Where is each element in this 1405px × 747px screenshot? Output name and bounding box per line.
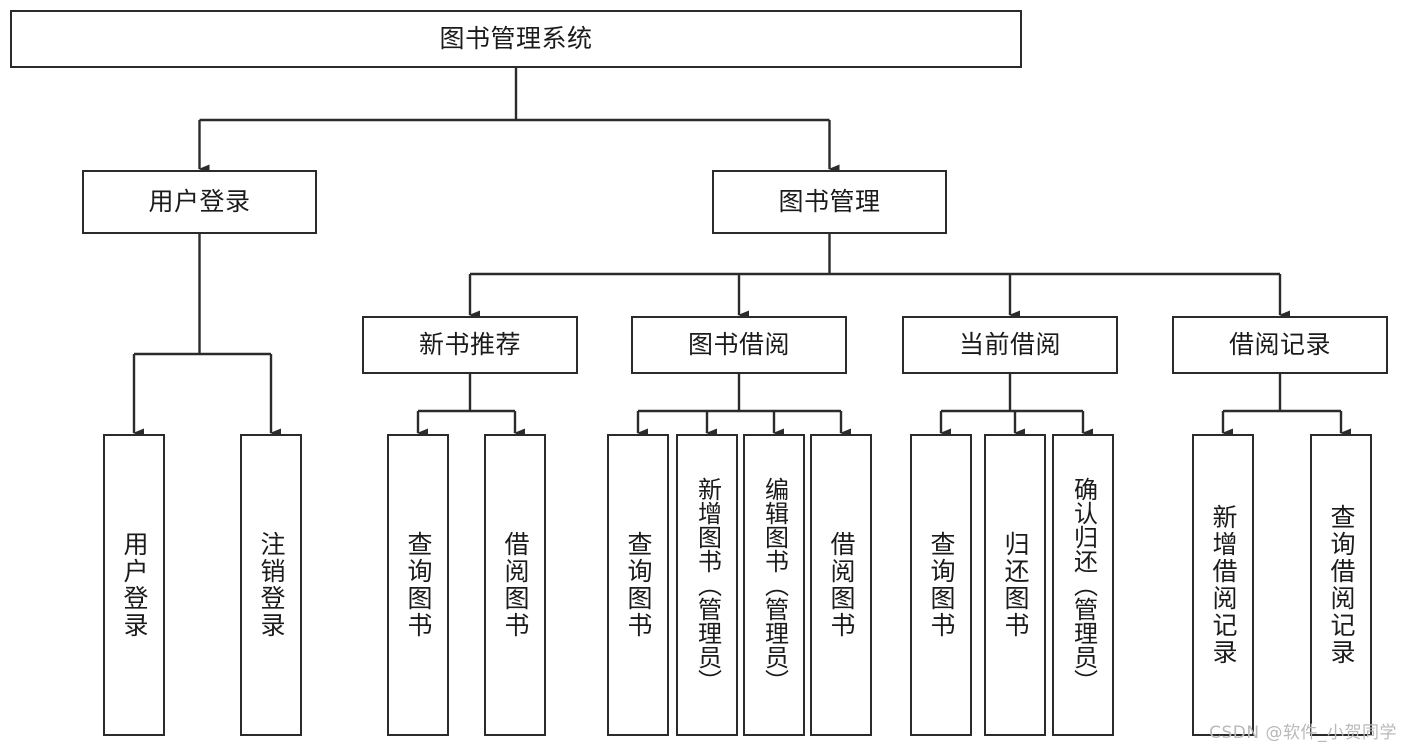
node-leaf-rec-query[interactable]: 查询图书	[387, 434, 449, 736]
node-leaf-borrow-do[interactable]: 借阅图书	[810, 434, 872, 736]
node-current-borrow[interactable]: 当前借阅	[902, 316, 1118, 374]
node-leaf-cur-confirm[interactable]: 确认归还（管理员）	[1052, 434, 1114, 736]
node-label-leaf-logout: 注销登录	[257, 531, 286, 639]
node-label-book-borrow: 图书借阅	[687, 329, 790, 359]
node-label-leaf-cur-query: 查询图书	[927, 531, 956, 639]
node-label-leaf-user-login: 用户登录	[120, 531, 149, 639]
node-label-root: 图书管理系统	[439, 23, 593, 53]
node-leaf-borrow-edit[interactable]: 编辑图书（管理员）	[743, 434, 805, 736]
node-label-leaf-borrow-do: 借阅图书	[827, 531, 856, 639]
node-leaf-cur-return[interactable]: 归还图书	[984, 434, 1046, 736]
node-label-current-borrow: 当前借阅	[958, 329, 1061, 359]
node-label-leaf-rec-query: 查询图书	[404, 531, 433, 639]
node-label-borrow-record: 借阅记录	[1228, 329, 1331, 359]
node-leaf-rec-borrow[interactable]: 借阅图书	[484, 434, 546, 736]
node-label-leaf-borrow-edit: 编辑图书（管理员）	[760, 477, 789, 693]
node-leaf-borrow-query[interactable]: 查询图书	[607, 434, 669, 736]
node-leaf-rec-add[interactable]: 新增借阅记录	[1192, 434, 1254, 736]
node-label-user-login: 用户登录	[148, 186, 251, 216]
node-book-borrow[interactable]: 图书借阅	[631, 316, 847, 374]
node-leaf-logout[interactable]: 注销登录	[240, 434, 302, 736]
node-label-leaf-cur-return: 归还图书	[1001, 531, 1030, 639]
node-user-login[interactable]: 用户登录	[82, 170, 317, 234]
node-label-leaf-rec-search: 查询借阅记录	[1327, 504, 1356, 666]
node-label-leaf-rec-add: 新增借阅记录	[1209, 504, 1238, 666]
node-label-leaf-borrow-query: 查询图书	[624, 531, 653, 639]
node-borrow-record[interactable]: 借阅记录	[1172, 316, 1388, 374]
node-leaf-cur-query[interactable]: 查询图书	[910, 434, 972, 736]
node-new-book-rec[interactable]: 新书推荐	[362, 316, 578, 374]
node-book-manage[interactable]: 图书管理	[712, 170, 947, 234]
node-label-leaf-rec-borrow: 借阅图书	[501, 531, 530, 639]
node-label-leaf-cur-confirm: 确认归还（管理员）	[1069, 477, 1098, 693]
node-label-new-book-rec: 新书推荐	[418, 329, 521, 359]
node-leaf-borrow-add[interactable]: 新增图书（管理员）	[676, 434, 738, 736]
node-root[interactable]: 图书管理系统	[10, 10, 1022, 68]
node-leaf-rec-search[interactable]: 查询借阅记录	[1310, 434, 1372, 736]
node-leaf-user-login[interactable]: 用户登录	[103, 434, 165, 736]
node-label-book-manage: 图书管理	[778, 186, 881, 216]
csdn-watermark: CSDN @软件_小贺同学	[1209, 723, 1397, 743]
node-label-leaf-borrow-add: 新增图书（管理员）	[693, 477, 722, 693]
